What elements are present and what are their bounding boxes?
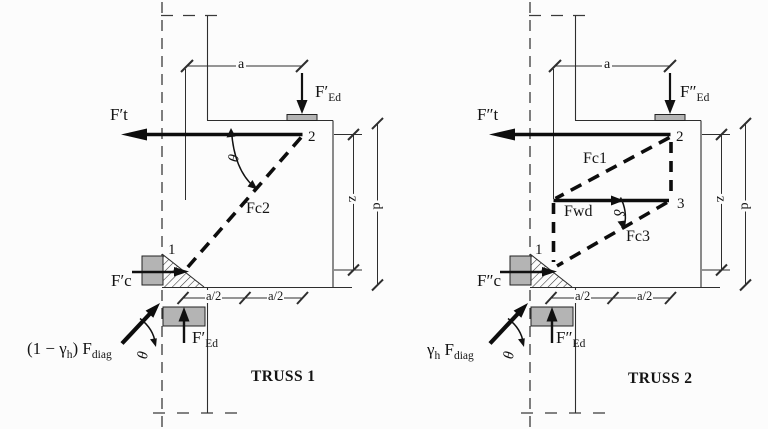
horizontal-force-arrow [132,267,189,277]
truss2-member-fwd-label: Fwd [564,203,593,220]
truss1-diagonal-force-label: (1 − γh) Fdiag [27,339,112,361]
dimension-a-halves [176,291,309,305]
dimension-a [180,59,309,200]
diagonal-force-arrow [488,303,528,345]
theta-arc-bottom [139,317,157,347]
tie-force-arrow [121,128,303,141]
diagonal-force-arrow [120,303,160,345]
truss2-member-fc3-label: Fc3 [626,228,650,245]
member-fwd [553,195,669,206]
truss2-member-fc1-label: Fc1 [583,150,607,167]
truss2-dim-a2-left-label: a/2 [574,289,592,303]
bearing-plate-top [654,114,686,121]
truss1-top-load-label: F′Ed [315,82,341,104]
truss1-node-1-label: 1 [168,242,176,258]
dimension-a [548,59,677,199]
truss2-dim-a-label: a [602,57,613,72]
truss1-node-2-label: 2 [308,129,316,145]
delta-arc [617,197,627,229]
theta-arc-node2 [226,128,258,190]
truss2-dim-d-label: d [737,200,753,212]
truss1-horizontal-force-label: F′c [111,271,132,290]
truss1-dim-a-label: a [236,57,247,72]
truss2-node-3-label: 3 [677,196,685,212]
bearing-plate-left [509,255,532,286]
truss2-title: TRUSS 2 [628,370,693,387]
truss2-node-1-label: 1 [535,242,543,258]
truss2-diagonal-force-label: γh Fdiag [427,340,474,362]
truss2-horizontal-force-label: F″c [477,271,502,290]
truss1-dim-z-label: z [345,193,361,205]
truss2-dim-z-label: z [713,193,729,205]
support-reaction-arrow [546,307,558,343]
truss1-dim-a2-left-label: a/2 [205,289,223,303]
applied-load-arrow-top [664,73,676,114]
strut-fc1 [554,135,671,201]
truss2-node-2-label: 2 [676,129,684,145]
corbel-outline [529,15,720,413]
applied-load-arrow-top [296,73,308,114]
support-reaction-arrow [178,307,190,343]
truss1-drawing [120,2,384,429]
truss1-dim-a2-right-label: a/2 [267,289,285,303]
truss1-tie-force-label: F′t [110,105,128,124]
strut-fc2 [185,136,303,270]
horizontal-force-arrow [500,267,557,277]
truss1-title: TRUSS 1 [251,368,316,385]
strut-fc3 [556,200,668,268]
truss2-tie-force-label: F″t [477,105,499,124]
truss1-dim-d-label: d [369,200,385,212]
theta-arc-bottom [507,317,525,347]
truss1-member-fc2-label: Fc2 [246,200,270,217]
truss2-delta-label: δ [609,209,626,216]
dimension-a-halves [544,291,677,305]
truss2-drawing [488,2,752,429]
truss2-top-load-label: F″Ed [680,82,710,104]
tie-force-arrow [489,128,671,141]
bearing-plate-left [141,255,164,286]
truss2-bottom-load-label: F″Ed [556,328,586,350]
truss1-bottom-load-label: F′Ed [192,328,218,350]
bearing-plate-top [286,114,318,121]
truss2-dim-a2-right-label: a/2 [636,289,654,303]
